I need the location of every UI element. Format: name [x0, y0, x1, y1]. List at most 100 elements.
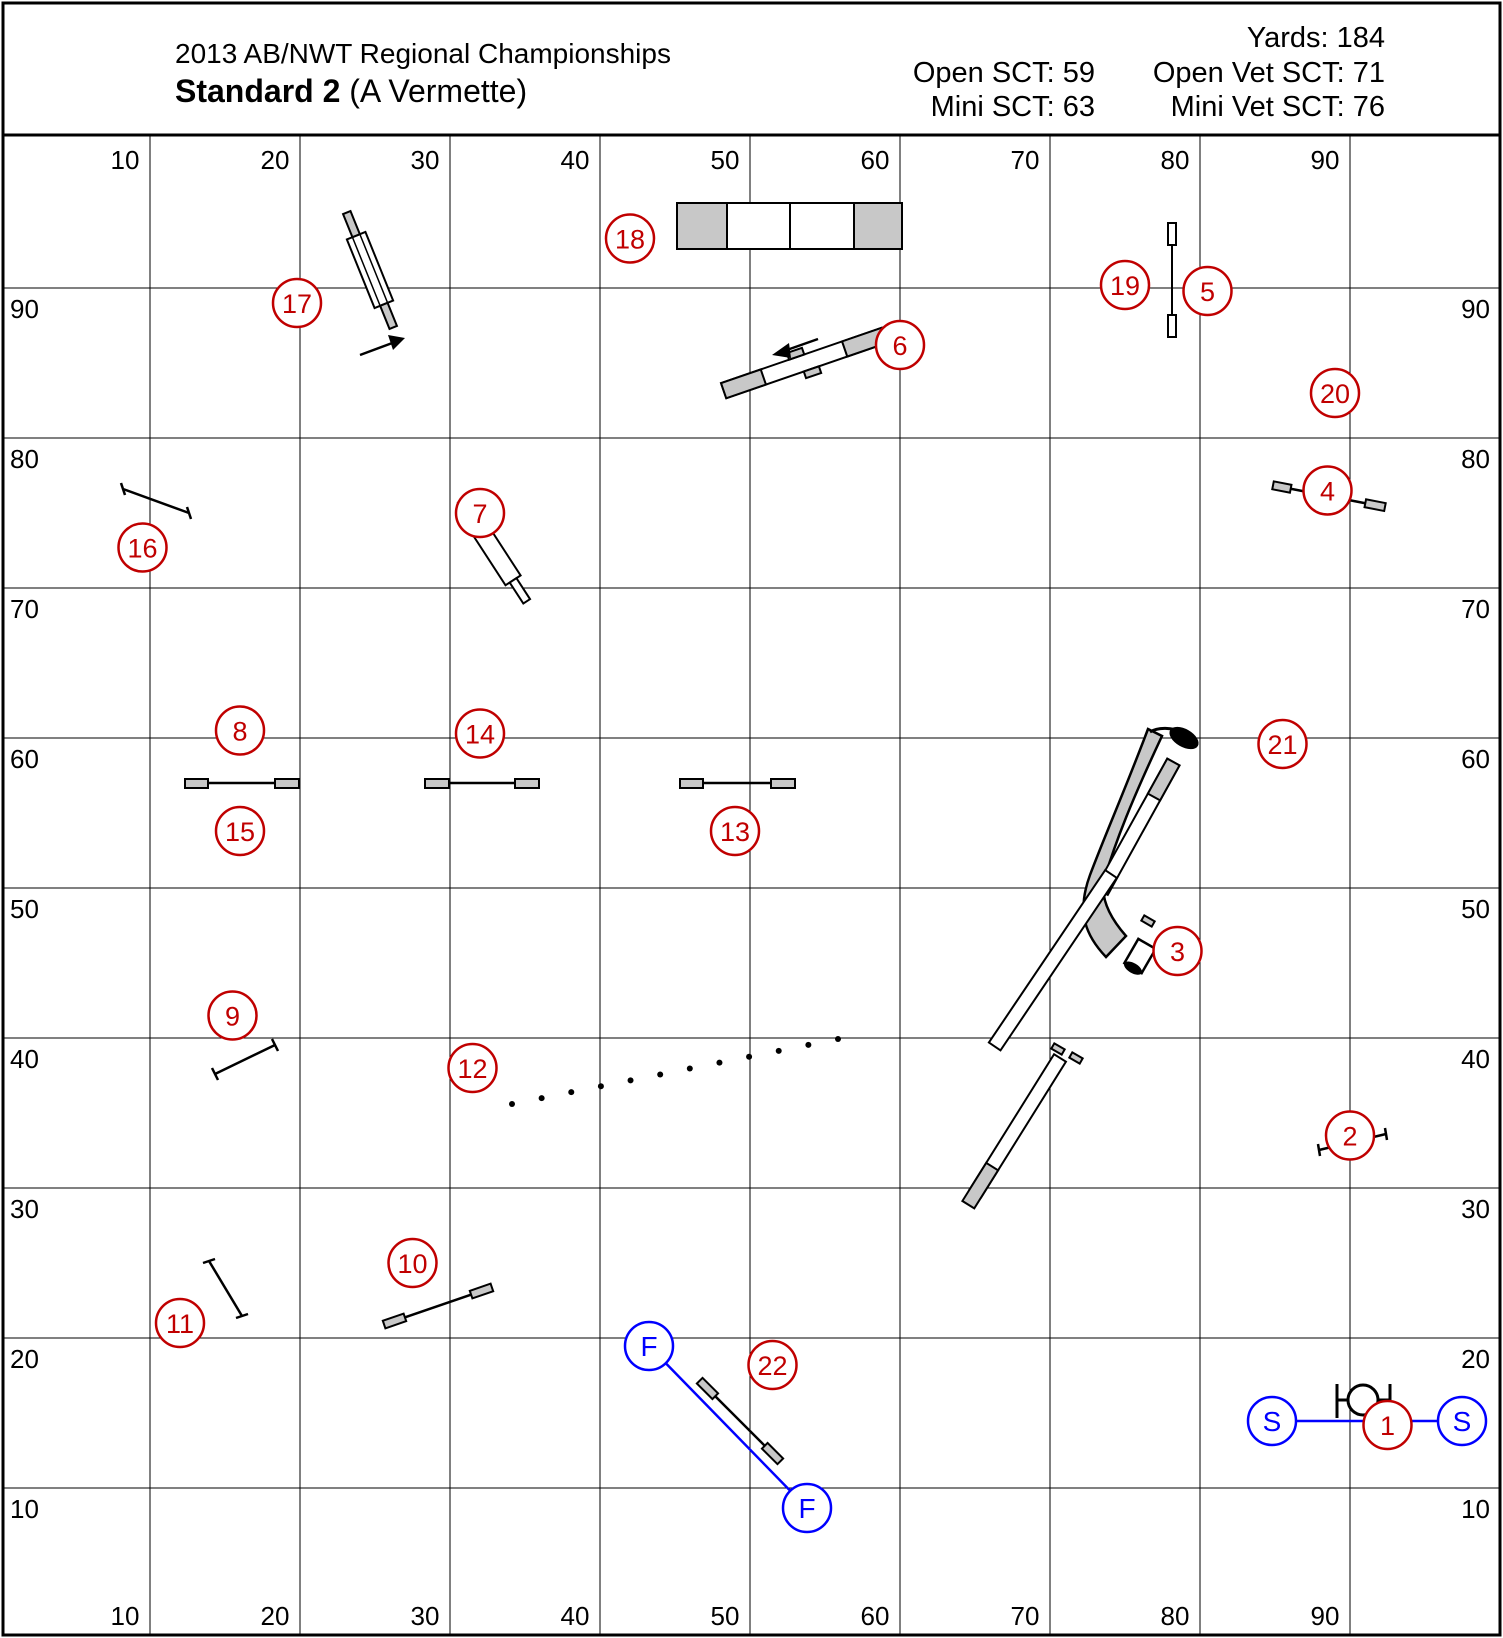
obstacle-number-label: 1 [1380, 1411, 1395, 1441]
yards-label: Yards: 184 [1247, 22, 1385, 54]
arrow-icon [772, 337, 819, 358]
obstacle-number-10: 10 [387, 1237, 438, 1289]
grid [3, 135, 1500, 1635]
obstacle-number-19: 19 [1099, 259, 1151, 311]
y-tick-right: 70 [1461, 594, 1490, 624]
obstacle-number-2: 2 [1324, 1110, 1376, 1161]
obstacle-number-7: 7 [454, 487, 506, 539]
x-tick-bottom: 70 [1011, 1601, 1040, 1631]
table-end-left [676, 202, 728, 250]
y-tick-left: 70 [10, 594, 39, 624]
obstacle-number-label: 5 [1200, 277, 1215, 307]
finish-line: F F [623, 1320, 833, 1534]
obstacle-number-label: 15 [225, 817, 255, 847]
table-obstacle [676, 202, 903, 250]
obstacle-number-circle [1302, 465, 1353, 516]
obstacle-number-label: 4 [1320, 477, 1335, 507]
weave-pole [716, 1059, 723, 1066]
y-tick-right: 50 [1461, 894, 1490, 924]
obstacle-number-circle [214, 705, 266, 756]
jump-14 [424, 778, 540, 789]
x-tick-top: 10 [111, 145, 140, 175]
panel-jump-17 [341, 209, 399, 331]
x-tick-top: 90 [1311, 145, 1340, 175]
x-ticks-top: 10 20 30 40 50 60 70 80 90 [111, 145, 1340, 175]
equipment [119, 202, 1392, 1466]
tunnel-obstacle [1082, 726, 1199, 959]
class-name: Standard 2 [175, 73, 340, 109]
y-tick-right: 10 [1461, 1494, 1490, 1524]
arrow-icon [359, 335, 405, 357]
open-vet-sct-label: Open Vet SCT: 71 [1153, 57, 1385, 89]
obstacle-number-21: 21 [1257, 718, 1308, 770]
obstacle-number-circle [454, 487, 506, 539]
jump-wing [1167, 314, 1177, 338]
x-tick-bottom: 10 [111, 1601, 140, 1631]
obstacle-number-label: 21 [1267, 730, 1297, 760]
weave-pole [775, 1047, 782, 1054]
obstacle-number-circle [1152, 925, 1203, 977]
weave-pole [686, 1065, 693, 1072]
weave-pole [835, 1036, 841, 1042]
finish-label: F [798, 1493, 815, 1524]
obstacle-number-13: 13 [709, 805, 761, 857]
obstacle-number-label: 3 [1170, 937, 1185, 967]
obstacle-number-label: 9 [225, 1002, 240, 1032]
jump-10 [381, 1282, 495, 1330]
obstacle-number-circle [207, 990, 258, 1041]
y-tick-left: 50 [10, 894, 39, 924]
obstacle-number-circle [387, 1237, 438, 1289]
obstacle-number-11: 11 [154, 1297, 206, 1349]
weave-pole [657, 1071, 664, 1078]
obstacle-number-label: 22 [757, 1351, 787, 1381]
obstacle-number-label: 10 [397, 1249, 427, 1279]
obstacle-number-circle [747, 1339, 798, 1391]
x-tick-top: 80 [1161, 145, 1190, 175]
jump-8-15 [184, 778, 300, 789]
table-middle-a [726, 202, 791, 250]
obstacle-number-1: 1 [1362, 1399, 1413, 1451]
y-tick-right: 20 [1461, 1344, 1490, 1374]
y-ticks-right: 90 80 70 60 50 40 30 20 10 [1461, 294, 1490, 1524]
obstacle-number-circle [1324, 1110, 1376, 1161]
obstacle-number-circle [271, 277, 323, 329]
x-tick-bottom: 90 [1311, 1601, 1340, 1631]
x-tick-bottom: 20 [261, 1601, 290, 1631]
obstacle-number-20: 20 [1309, 367, 1361, 419]
weave-pole [746, 1053, 753, 1060]
obstacle-number-circle [1257, 718, 1308, 770]
obstacle-number-label: 14 [465, 720, 495, 750]
obstacle-number-label: 7 [472, 499, 487, 529]
obstacle-number-circle [1309, 367, 1361, 419]
y-tick-right: 60 [1461, 744, 1490, 774]
weave-pole [805, 1041, 812, 1048]
obstacle-number-circle [1182, 265, 1233, 317]
obstacle-number-circle [1099, 259, 1151, 311]
obstacle-number-label: 18 [615, 225, 645, 255]
x-tick-top: 70 [1011, 145, 1040, 175]
x-tick-bottom: 50 [711, 1601, 740, 1631]
obstacle-number-circle [447, 1042, 498, 1094]
obstacle-number-label: 8 [232, 717, 247, 747]
event-title: 2013 AB/NWT Regional Championships [175, 38, 671, 69]
mini-vet-sct-label: Mini Vet SCT: 76 [1171, 91, 1385, 123]
jump-wing [341, 209, 362, 239]
x-tick-top: 20 [261, 145, 290, 175]
obstacle-number-label: 17 [282, 289, 312, 319]
obstacle-number-14: 14 [454, 708, 506, 759]
obstacle-number-label: 12 [457, 1054, 487, 1084]
obstacle-number-15: 15 [214, 805, 266, 857]
obstacle-number-18: 18 [604, 213, 656, 264]
weave-poles [509, 1036, 841, 1107]
weave-pole [597, 1083, 604, 1090]
x-tick-top: 40 [561, 145, 590, 175]
jump-9 [210, 1038, 280, 1081]
obstacle-number-6: 6 [874, 319, 926, 371]
y-tick-left: 80 [10, 444, 39, 474]
y-tick-right: 80 [1461, 444, 1490, 474]
weave-pole [627, 1077, 634, 1084]
judge-name: (A Vermette) [349, 73, 527, 109]
x-tick-bottom: 30 [411, 1601, 440, 1631]
